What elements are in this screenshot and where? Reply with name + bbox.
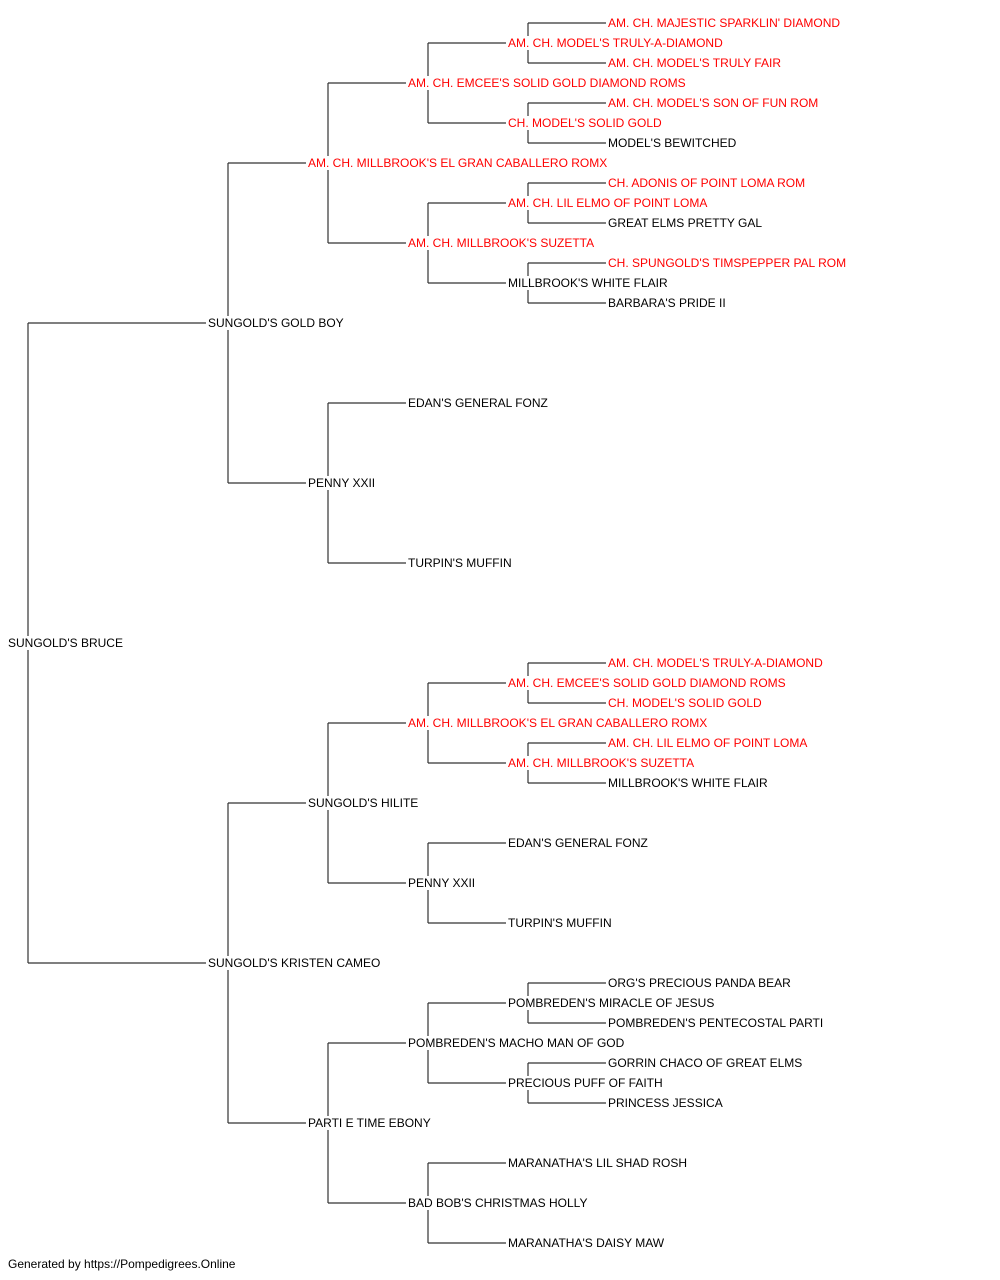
pedigree-node-am-ch-emcee-s-solid-gold-diamond-roms: AM. CH. EMCEE'S SOLID GOLD DIAMOND ROMS	[508, 676, 787, 690]
pedigree-node-edan-s-general-fonz: EDAN'S GENERAL FONZ	[508, 836, 649, 850]
pedigree-node-am-ch-emcee-s-solid-gold-diamond-roms: AM. CH. EMCEE'S SOLID GOLD DIAMOND ROMS	[408, 76, 687, 90]
pedigree-node-sungold-s-gold-boy: SUNGOLD'S GOLD BOY	[208, 316, 345, 330]
pedigree-node-am-ch-model-s-truly-fair: AM. CH. MODEL'S TRULY FAIR	[608, 56, 782, 70]
pedigree-node-penny-xxii: PENNY XXII	[308, 476, 377, 490]
pedigree-node-sungold-s-bruce: SUNGOLD'S BRUCE	[8, 636, 124, 650]
pedigree-node-am-ch-millbrook-s-suzetta: AM. CH. MILLBROOK'S SUZETTA	[508, 756, 696, 770]
pedigree-node-gorrin-chaco-of-great-elms: GORRIN CHACO OF GREAT ELMS	[608, 1056, 804, 1070]
pedigree-node-ch-model-s-solid-gold: CH. MODEL'S SOLID GOLD	[508, 116, 663, 130]
pedigree-node-precious-puff-of-faith: PRECIOUS PUFF OF FAITH	[508, 1076, 664, 1090]
pedigree-node-org-s-precious-panda-bear: ORG'S PRECIOUS PANDA BEAR	[608, 976, 792, 990]
pedigree-node-edan-s-general-fonz: EDAN'S GENERAL FONZ	[408, 396, 549, 410]
pedigree-node-great-elms-pretty-gal: GREAT ELMS PRETTY GAL	[608, 216, 764, 230]
pedigree-node-millbrook-s-white-flair: MILLBROOK'S WHITE FLAIR	[508, 276, 669, 290]
footer-credit: Generated by https://Pompedigrees.Online	[8, 1257, 236, 1271]
pedigree-node-am-ch-millbrook-s-suzetta: AM. CH. MILLBROOK'S SUZETTA	[408, 236, 596, 250]
pedigree-node-am-ch-model-s-truly-a-diamond: AM. CH. MODEL'S TRULY-A-DIAMOND	[608, 656, 824, 670]
pedigree-node-ch-adonis-of-point-loma-rom: CH. ADONIS OF POINT LOMA ROM	[608, 176, 807, 190]
pedigree-node-am-ch-majestic-sparklin-diamond: AM. CH. MAJESTIC SPARKLIN' DIAMOND	[608, 16, 842, 30]
pedigree-node-pombreden-s-pentecostal-parti: POMBREDEN'S PENTECOSTAL PARTI	[608, 1016, 825, 1030]
pedigree-node-barbara-s-pride-ii: BARBARA'S PRIDE II	[608, 296, 727, 310]
pedigree-node-sungold-s-kristen-cameo: SUNGOLD'S KRISTEN CAMEO	[208, 956, 382, 970]
pedigree-node-maranatha-s-lil-shad-rosh: MARANATHA'S LIL SHAD ROSH	[508, 1156, 688, 1170]
pedigree-node-am-ch-lil-elmo-of-point-loma: AM. CH. LIL ELMO OF POINT LOMA	[608, 736, 809, 750]
pedigree-node-princess-jessica: PRINCESS JESSICA	[608, 1096, 724, 1110]
pedigree-node-pombreden-s-macho-man-of-god: POMBREDEN'S MACHO MAN OF GOD	[408, 1036, 626, 1050]
pedigree-node-parti-e-time-ebony: PARTI E TIME EBONY	[308, 1116, 432, 1130]
pedigree-node-am-ch-lil-elmo-of-point-loma: AM. CH. LIL ELMO OF POINT LOMA	[508, 196, 709, 210]
pedigree-node-millbrook-s-white-flair: MILLBROOK'S WHITE FLAIR	[608, 776, 769, 790]
pedigree-node-maranatha-s-daisy-maw: MARANATHA'S DAISY MAW	[508, 1236, 666, 1250]
pedigree-node-am-ch-model-s-son-of-fun-rom: AM. CH. MODEL'S SON OF FUN ROM	[608, 96, 820, 110]
pedigree-node-penny-xxii: PENNY XXII	[408, 876, 477, 890]
pedigree-node-am-ch-millbrook-s-el-gran-caballero-romx: AM. CH. MILLBROOK'S EL GRAN CABALLERO RO…	[308, 156, 609, 170]
pedigree-node-pombreden-s-miracle-of-jesus: POMBREDEN'S MIRACLE OF JESUS	[508, 996, 716, 1010]
pedigree-node-model-s-bewitched: MODEL'S BEWITCHED	[608, 136, 738, 150]
pedigree-node-ch-spungold-s-timspepper-pal-rom: CH. SPUNGOLD'S TIMSPEPPER PAL ROM	[608, 256, 848, 270]
pedigree-node-am-ch-millbrook-s-el-gran-caballero-romx: AM. CH. MILLBROOK'S EL GRAN CABALLERO RO…	[408, 716, 709, 730]
pedigree-node-turpin-s-muffin: TURPIN'S MUFFIN	[408, 556, 513, 570]
pedigree-node-sungold-s-hilite: SUNGOLD'S HILITE	[308, 796, 420, 810]
pedigree-node-turpin-s-muffin: TURPIN'S MUFFIN	[508, 916, 613, 930]
pedigree-node-am-ch-model-s-truly-a-diamond: AM. CH. MODEL'S TRULY-A-DIAMOND	[508, 36, 724, 50]
pedigree-node-ch-model-s-solid-gold: CH. MODEL'S SOLID GOLD	[608, 696, 763, 710]
pedigree-node-bad-bob-s-christmas-holly: BAD BOB'S CHRISTMAS HOLLY	[408, 1196, 589, 1210]
